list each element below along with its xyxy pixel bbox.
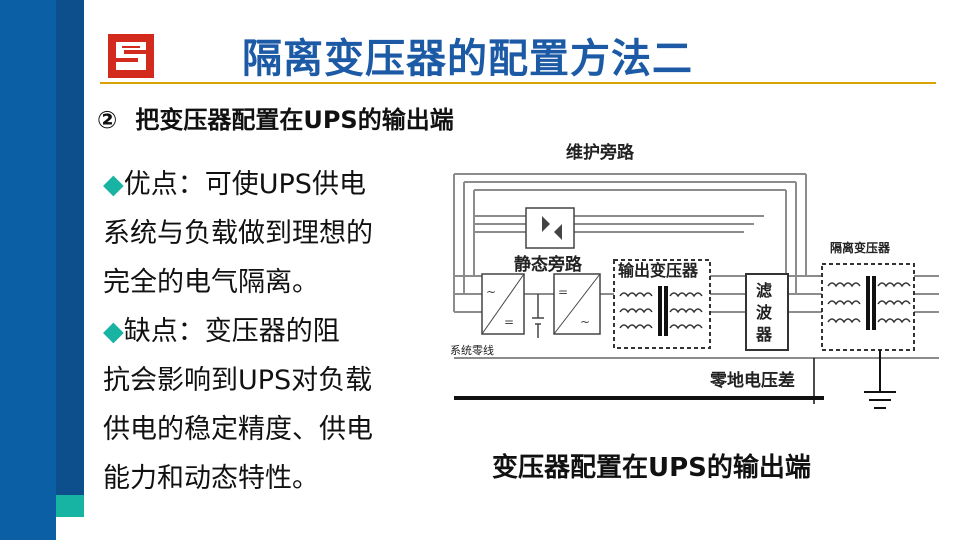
ups-output-transformer-diagram: 维护旁路 静态旁路 ~ = — [434, 136, 954, 436]
bullet-text: 系统与负载做到理想的 — [103, 218, 373, 249]
bullet-label: 优点： — [123, 169, 205, 200]
left-accent-bar-edge — [56, 0, 84, 495]
system-neutral-label: 系统零线 — [450, 343, 494, 357]
left-accent-bar — [0, 0, 56, 540]
maintenance-bypass-label: 维护旁路 — [566, 142, 635, 163]
isolation-transformer-box — [821, 263, 915, 351]
output-transformer-label: 输出变压器 — [618, 261, 699, 280]
rectifier-block: ~ = — [481, 273, 525, 335]
static-bypass-label: 静态旁路 — [514, 254, 583, 275]
isolation-transformer-label: 隔离变压器 — [830, 240, 891, 255]
bullet-text: 变压器的阻 — [204, 316, 340, 347]
company-logo-icon — [108, 34, 154, 78]
isolation-transformer-coils — [827, 282, 911, 324]
filter-label-2: 波 — [756, 303, 773, 322]
bullet-text: 抗会影响到UPS对负载 — [103, 365, 373, 396]
static-switch-box — [525, 207, 575, 249]
bullet-text: 可使UPS供电 — [204, 169, 366, 200]
filter-label-3: 器 — [755, 325, 773, 344]
bullet-text: 完全的电气隔离。 — [103, 267, 319, 298]
filter-box — [745, 273, 789, 351]
section-subtitle: ② 把变压器配置在UPS的输出端 — [97, 100, 454, 135]
diamond-bullet-icon: ◆ — [103, 169, 124, 200]
white-divider-strip — [84, 0, 92, 540]
page-title: 隔离变压器的配置方法二 — [242, 36, 693, 82]
filter-label-1: 滤 — [756, 281, 772, 300]
svg-text:=: = — [558, 285, 568, 299]
static-bypass-lines — [474, 215, 764, 233]
output-transformer-box — [613, 259, 711, 349]
battery-symbol — [532, 294, 544, 338]
subtitle-text: 把变压器配置在UPS的输出端 — [135, 106, 454, 134]
svg-text:=: = — [504, 315, 514, 329]
svg-text:~: ~ — [486, 285, 496, 299]
diagram-caption: 变压器配置在UPS的输出端 — [492, 453, 811, 483]
title-underline — [100, 82, 936, 84]
inverter-block: = ~ — [553, 273, 601, 335]
svg-text:~: ~ — [580, 315, 590, 329]
bullet-text: 能力和动态特性。 — [103, 463, 319, 494]
bullet-disadvantage: ◆缺点：变压器的阻 — [103, 307, 425, 356]
output-transformer-coils — [619, 292, 703, 330]
ground-icon — [864, 350, 896, 409]
diamond-bullet-icon: ◆ — [103, 316, 124, 347]
bullet-text-block: ◆优点：可使UPS供电 系统与负载做到理想的 完全的电气隔离。 ◆缺点：变压器的… — [103, 160, 425, 505]
main-power-lines — [454, 275, 939, 313]
teal-accent-block — [56, 495, 84, 517]
bullet-text: 供电的稳定精度、供电 — [103, 414, 373, 445]
bullet-advantage: ◆优点：可使UPS供电 — [103, 160, 425, 209]
neutral-ground-voltage-label: 零地电压差 — [709, 370, 795, 391]
bullet-label: 缺点： — [123, 316, 205, 347]
subtitle-number: ② — [97, 106, 118, 134]
